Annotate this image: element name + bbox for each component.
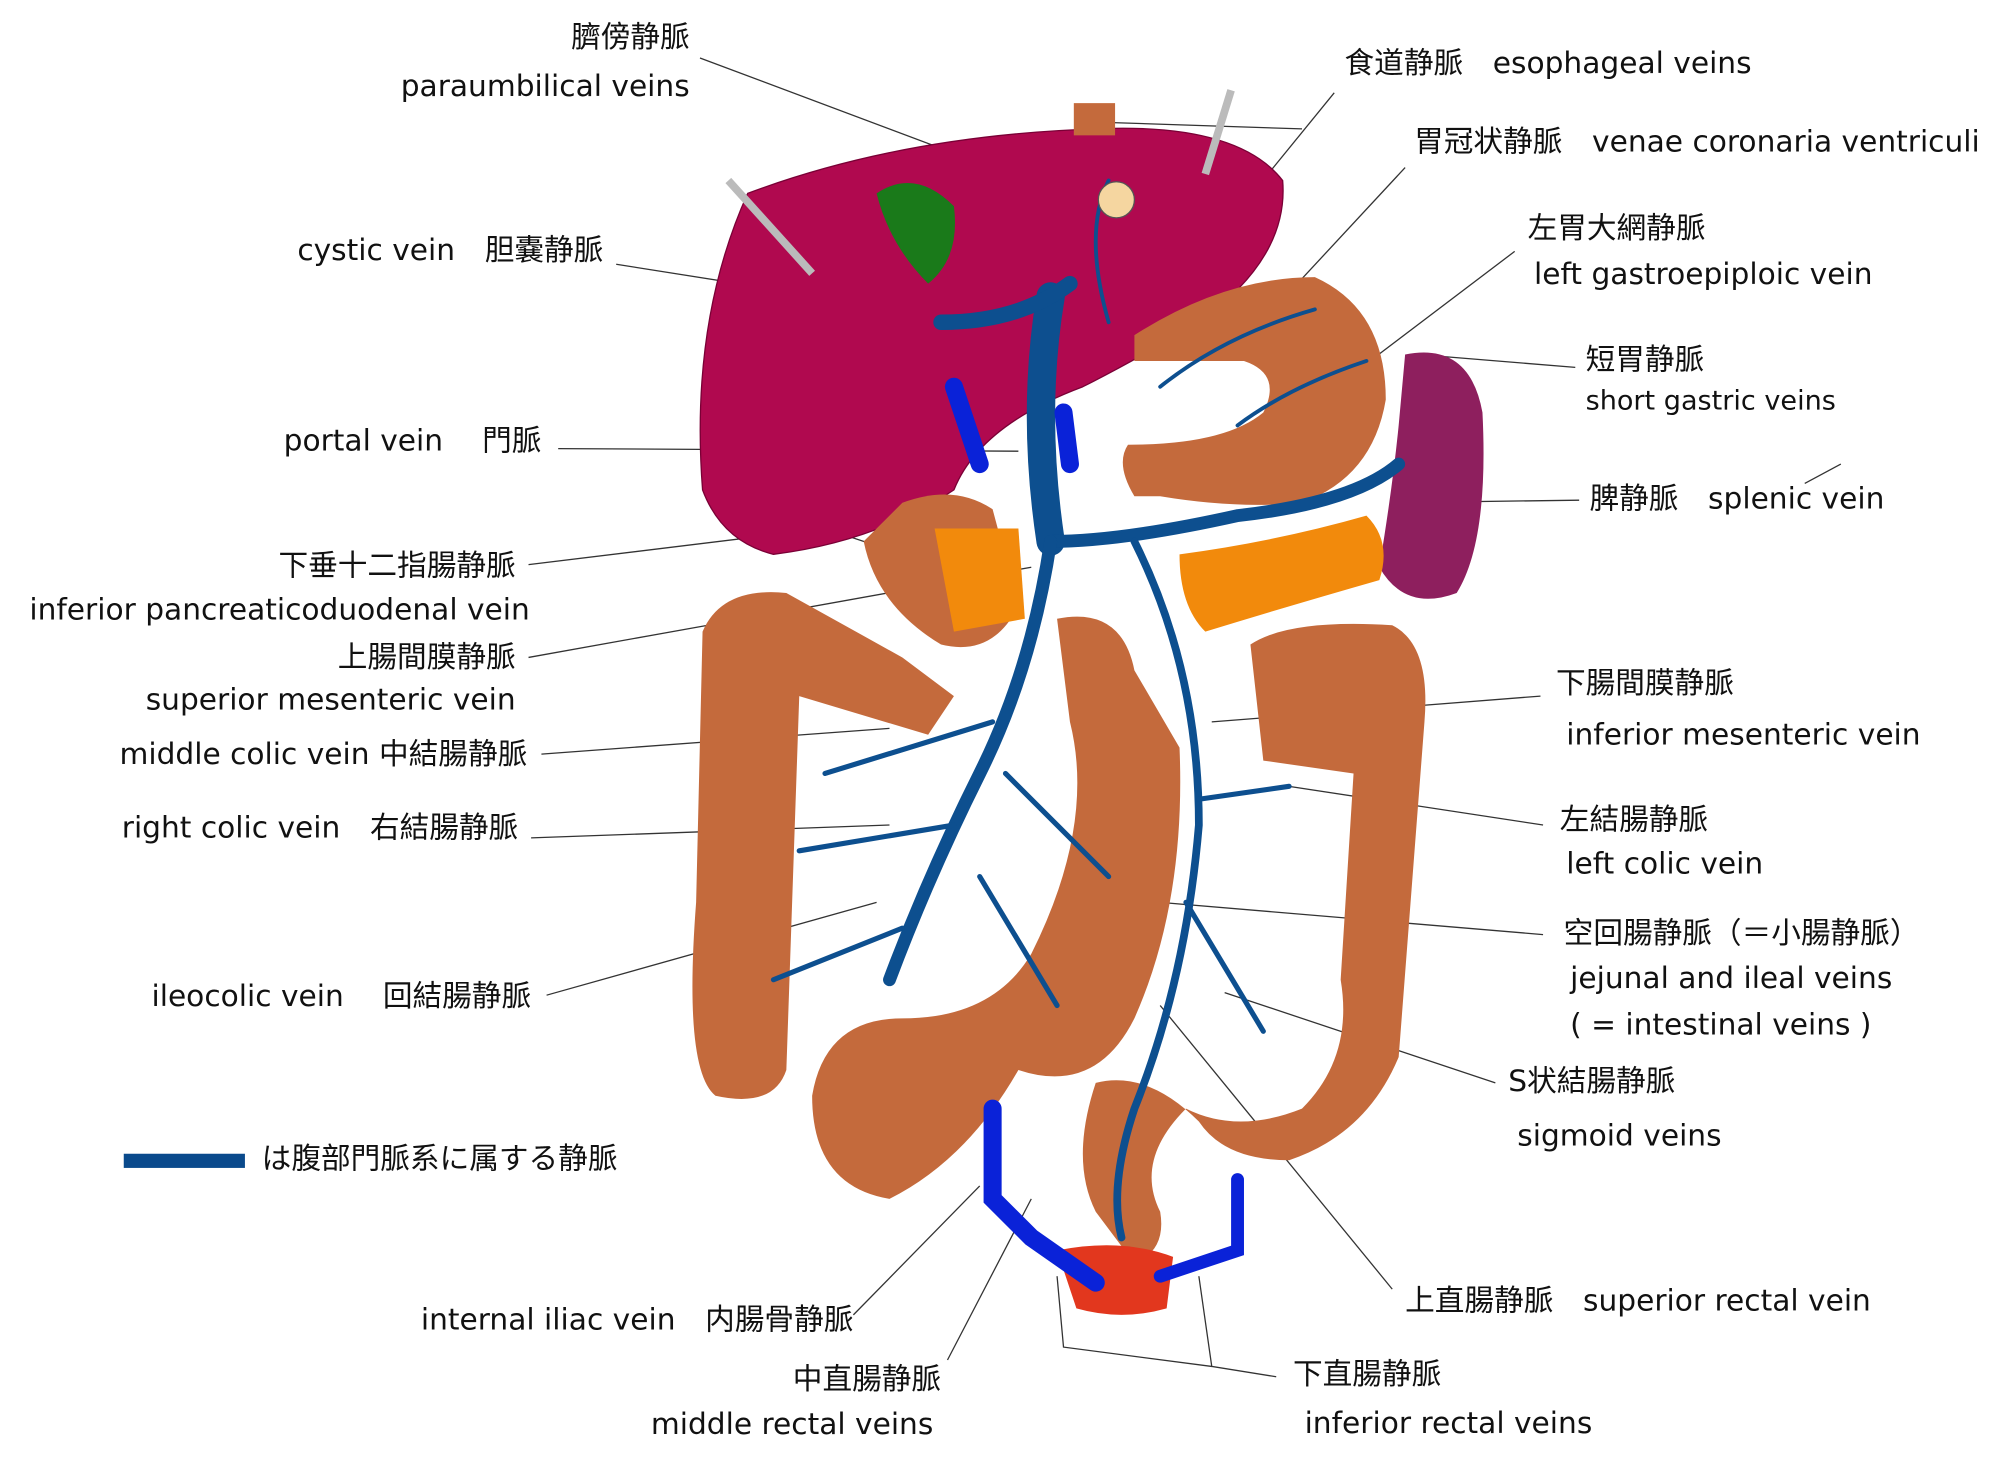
pancreas <box>1179 515 1384 632</box>
label-jejunal-jp: 空回腸静脈（＝小腸静脈） <box>1563 917 1920 951</box>
descending-colon <box>1082 623 1426 1264</box>
legend-swatch <box>123 1153 245 1168</box>
label-short-gastric-en: short gastric veins <box>1585 384 1836 416</box>
label-inf-mesenteric-jp: 下腸間膜静脈 <box>1555 667 1734 701</box>
label-gastroepiploic-en: left gastroepiploic vein <box>1534 258 1873 292</box>
label-inf-rectal-en: inferior rectal veins <box>1304 1407 1593 1441</box>
label-left-colic-jp: 左結腸静脈 <box>1559 803 1709 838</box>
label-middle-rectal-jp: 中直腸静脈 <box>792 1363 942 1397</box>
label-gastroepiploic-jp: 左胃大網静脈 <box>1527 212 1706 246</box>
label-inf-rectal-jp: 下直腸静脈 <box>1292 1358 1442 1392</box>
label-jejunal-en2: ( = intestinal veins ) <box>1570 1008 1872 1043</box>
label-jejunal-en: jejunal and ileal veins <box>1570 962 1893 996</box>
label-ileocolic: ileocolic vein 回結腸静脈 <box>151 980 532 1014</box>
label-splenic: 脾静脈 splenic vein <box>1589 482 1885 517</box>
label-inf-pancreatico-en: inferior pancreaticoduodenal vein <box>29 593 530 628</box>
spleen <box>1379 352 1484 599</box>
legend-text: は腹部門脈系に属する静脈 <box>261 1142 618 1177</box>
label-middle-rectal-en: middle rectal veins <box>650 1408 934 1442</box>
label-paraumbilical-en: paraumbilical veins <box>400 70 690 104</box>
stomach <box>1122 277 1386 505</box>
rectum <box>1057 1245 1174 1315</box>
label-middle-colic: middle colic vein 中結腸静脈 <box>119 738 528 772</box>
label-short-gastric-jp: 短胃静脈 <box>1585 343 1705 378</box>
label-sigmoid-jp: S状結腸静脈 <box>1508 1065 1676 1099</box>
retractors <box>725 89 1235 276</box>
label-cystic: cystic vein 胆嚢静脈 <box>297 233 604 268</box>
label-internal-iliac: internal iliac vein 内腸骨静脈 <box>420 1303 854 1338</box>
gallbladder <box>876 183 956 284</box>
label-left-colic-en: left colic vein <box>1566 847 1764 882</box>
label-inf-pancreatico-jp: 下垂十二指腸静脈 <box>278 549 516 584</box>
label-esophageal: 食道静脈 esophageal veins <box>1344 47 1752 81</box>
label-sigmoid-en: sigmoid veins <box>1517 1119 1722 1154</box>
portal-veins <box>770 178 1406 1242</box>
label-coronaria: 胃冠状静脈 venae coronaria ventriculi <box>1414 125 1980 160</box>
systemic-veins <box>944 377 1244 1292</box>
label-sup-rectal: 上直腸静脈 superior rectal vein <box>1405 1284 1871 1319</box>
label-paraumbilical-jp: 臍傍静脈 <box>571 21 690 55</box>
colon <box>692 592 954 1099</box>
label-inf-mesenteric-en: inferior mesenteric vein <box>1566 718 1921 753</box>
label-sup-mesenteric-en: superior mesenteric vein <box>145 683 516 718</box>
esophagus <box>1073 103 1116 136</box>
label-portal: portal vein 門脈 <box>283 424 542 459</box>
label-sup-mesenteric-jp: 上腸間膜静脈 <box>337 641 516 675</box>
label-right-colic: right colic vein 右結腸静脈 <box>121 811 519 846</box>
